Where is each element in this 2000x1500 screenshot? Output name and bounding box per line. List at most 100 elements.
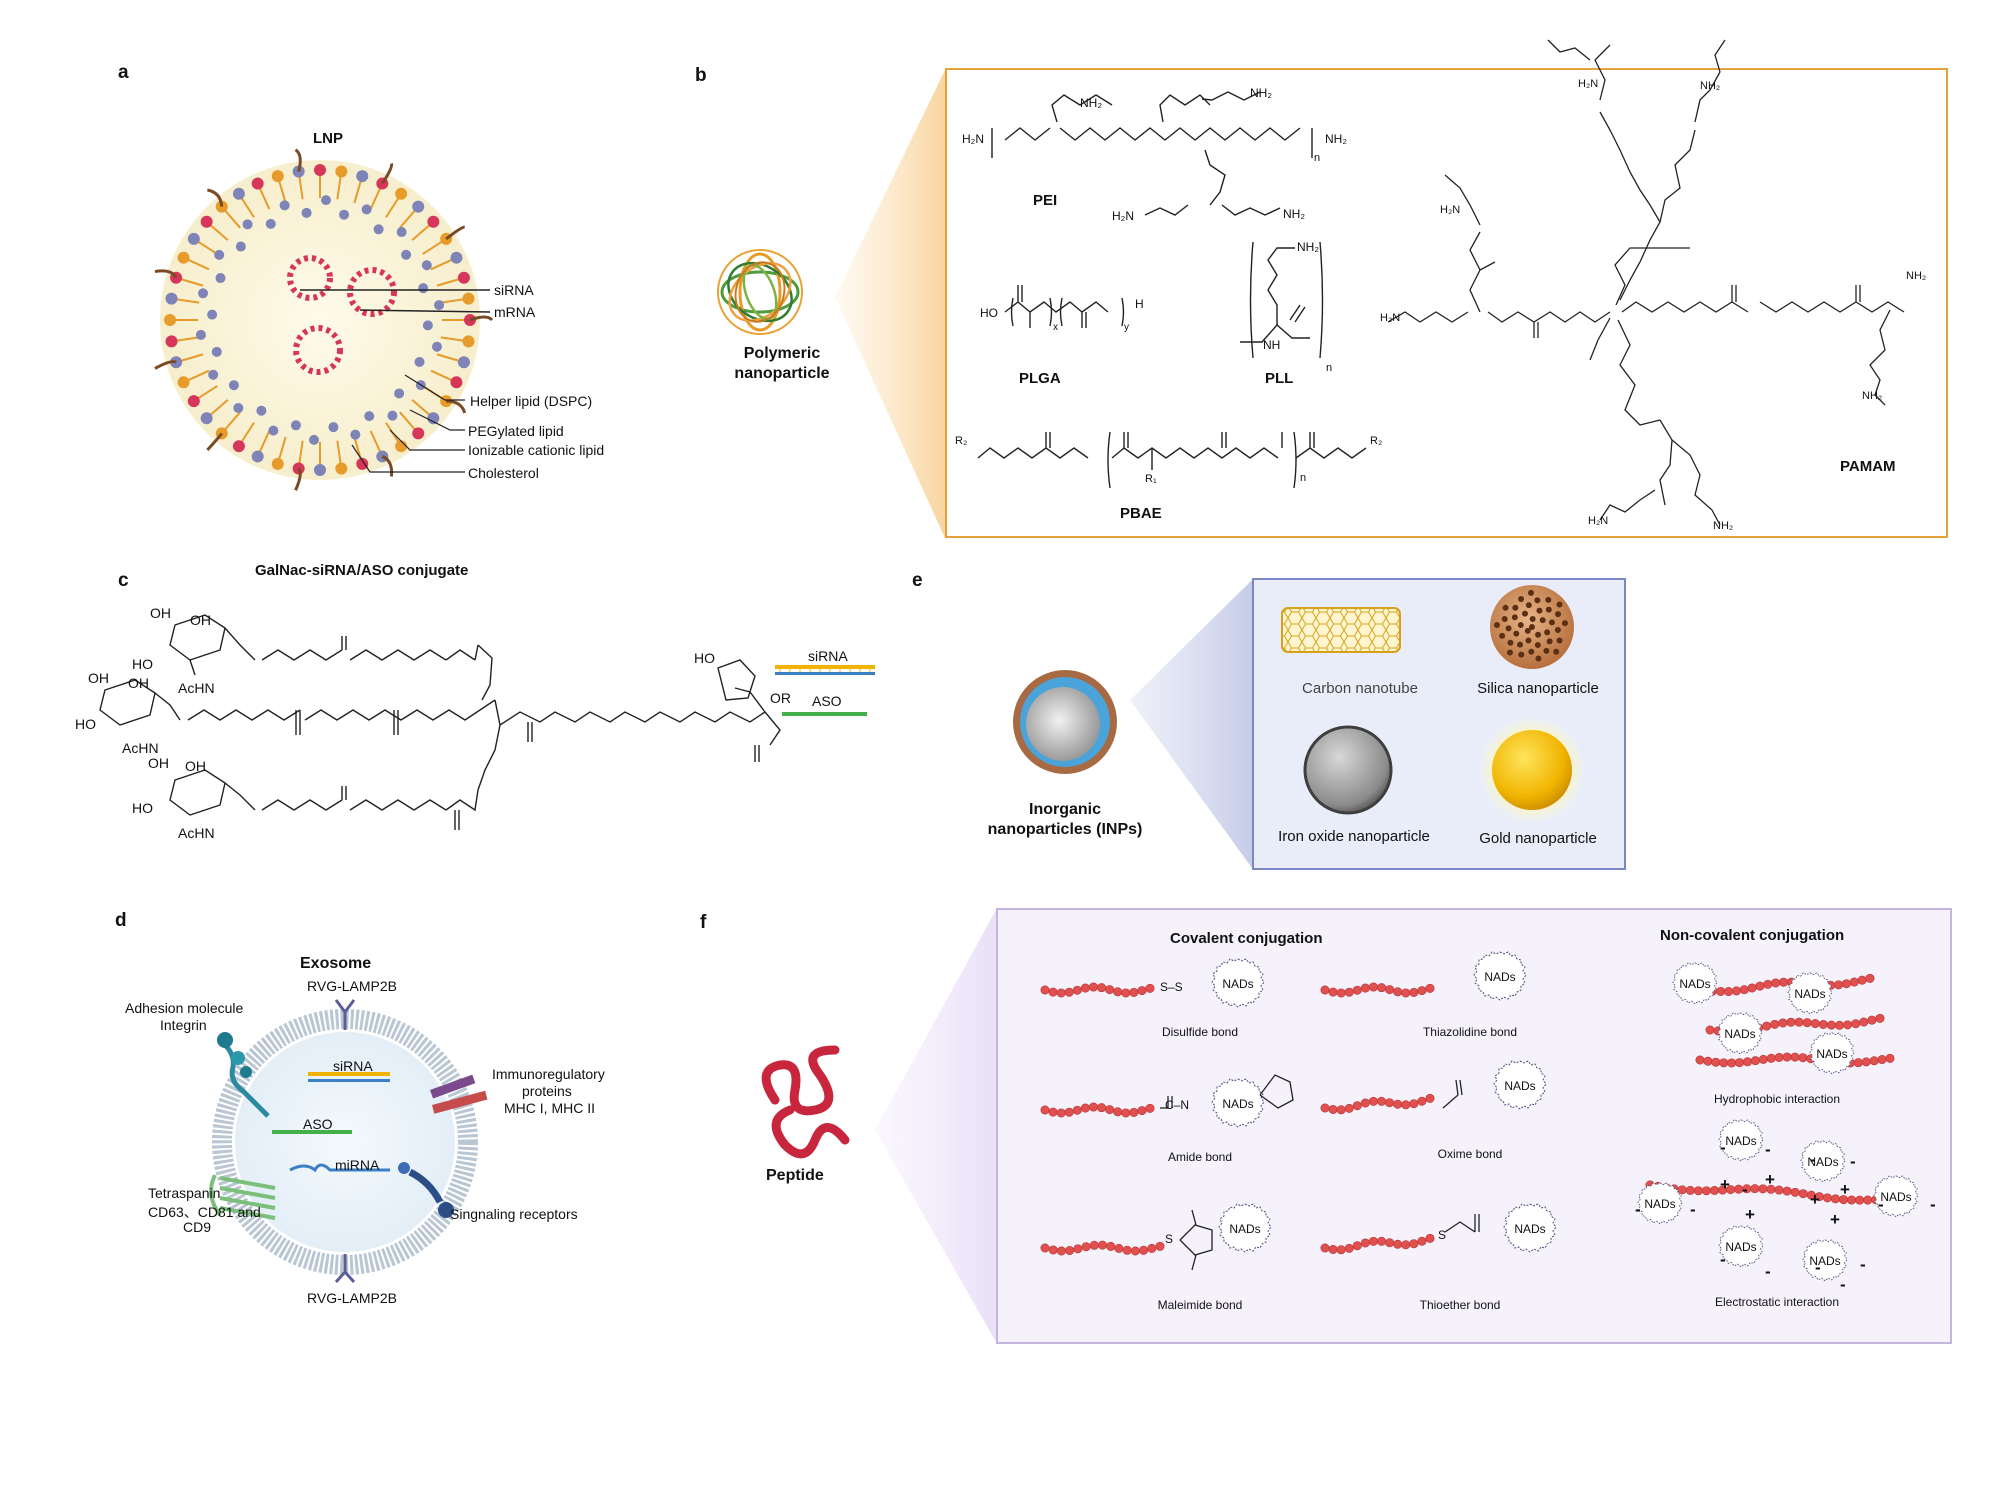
silica-pore (1513, 630, 1520, 637)
peptide-bead (1695, 1055, 1705, 1065)
peptide-bead (1401, 1240, 1411, 1250)
positive-charge: + (1810, 1190, 1820, 1209)
plga-atom-x: x (1053, 322, 1058, 333)
cholesterol-particle (198, 288, 209, 299)
peptide-bead (1409, 1239, 1419, 1249)
cholesterol-particle (401, 249, 412, 260)
nads-label: NADs (1807, 1155, 1839, 1169)
peptide-bead (1320, 1103, 1330, 1113)
pei-structure (991, 91, 1313, 216)
panel-letter-a: a (118, 62, 129, 83)
silica-pore (1543, 647, 1550, 654)
silica-pore (1555, 611, 1562, 618)
peptide-bead (1377, 1236, 1387, 1246)
peptide-bead (1081, 1242, 1091, 1252)
peptide-bead (1072, 1105, 1082, 1115)
peptide-bead (1865, 973, 1875, 983)
peptide-bead (1121, 988, 1131, 998)
integrin-icon (217, 1032, 270, 1118)
peg-chain (207, 188, 224, 207)
peptide-bead (1739, 985, 1749, 995)
zoom-fan-e (1130, 580, 1252, 868)
peptide-bead (1377, 983, 1387, 993)
peptide-bead (1867, 1015, 1877, 1025)
peptide-bead (1129, 987, 1139, 997)
peptide-bead (1869, 1056, 1879, 1066)
peptide-bead (1830, 1194, 1840, 1204)
peg-chain (381, 163, 394, 185)
peptide-bead (1417, 1236, 1427, 1246)
peptide-bead (1106, 1241, 1116, 1251)
polymeric-label-line2: nanoparticle (734, 365, 830, 382)
peptide-bead (1113, 1107, 1123, 1117)
peptide-bead (1393, 1099, 1403, 1109)
peptide-bead (1328, 1104, 1338, 1114)
peptide-bead (1425, 983, 1435, 993)
lipid-head (232, 187, 245, 200)
maleimide-bond-label: Maleimide bond (1157, 1298, 1243, 1312)
peptide-bead (1790, 1187, 1800, 1197)
cholesterol-particle (301, 207, 312, 218)
peptide-bead (1040, 1105, 1050, 1115)
positive-charge: + (1720, 1175, 1730, 1194)
peg-chain (294, 467, 302, 491)
peptide-bead (1089, 1240, 1099, 1250)
peptide-bead (1139, 1245, 1149, 1255)
lipid-head (271, 457, 284, 470)
lipid-head (457, 356, 470, 369)
pbae-atom-r1: R₁ (1145, 473, 1157, 485)
nads-label: NADs (1222, 977, 1254, 991)
lipid-head (462, 335, 475, 348)
cholesterol-particle (268, 425, 279, 436)
pei-atom-nh2-end: NH₂ (1325, 132, 1347, 146)
peptide-bead (1393, 987, 1403, 997)
panel-letter-c: c (118, 570, 129, 591)
nads-label: NADs (1644, 1197, 1676, 1211)
pbae-atom-n-sub: n (1300, 472, 1307, 484)
panel-letter-b: b (695, 65, 707, 86)
peptide-bead (1774, 1052, 1784, 1062)
lipid-head (251, 450, 264, 463)
pamam-structure (1387, 39, 1905, 526)
carbon-nanotube-label: Carbon nanotube (1302, 680, 1418, 697)
plga-atom-y: y (1124, 322, 1129, 333)
peptide-bead (1056, 1246, 1066, 1256)
plga-atom-h: H (1135, 297, 1144, 311)
nads-label: NADs (1504, 1079, 1536, 1093)
peptide-bead (1750, 1184, 1760, 1194)
nads-label: NADs (1514, 1222, 1546, 1236)
pamam-atom-h2n-bottom: H₂N (1588, 515, 1609, 527)
pll-label: PLL (1265, 370, 1294, 387)
negative-charge: - (1765, 1140, 1771, 1159)
lipid-head (165, 292, 178, 305)
peptide-bead (1771, 978, 1781, 988)
bond-linkers (1160, 1074, 1480, 1271)
maleimide-s: S (1165, 1232, 1174, 1246)
silica-pore (1536, 607, 1543, 614)
pll-structure (1240, 241, 1324, 359)
peg-chain (206, 432, 224, 452)
lnp-label-cholesterol: Cholesterol (468, 465, 539, 481)
peptide-bead (1377, 1096, 1387, 1106)
peptide-bead (1705, 1025, 1715, 1035)
covalent-conjugation-title: Covalent conjugation (1170, 930, 1323, 947)
peptide-bead (1097, 1103, 1107, 1113)
lipid-head (356, 170, 369, 183)
galnac-oh-3: OH (88, 670, 109, 686)
silica-pore (1554, 626, 1561, 633)
galnac-title: GalNac-siRNA/ASO conjugate (255, 562, 469, 579)
silica-pore (1516, 641, 1523, 648)
peptide-bead (1056, 988, 1066, 998)
pei-atom-h2n-b: H₂N (1112, 209, 1134, 223)
peptide-bead (1735, 1058, 1745, 1068)
peptide-bead (1417, 1096, 1427, 1106)
exosome-tetraspanin-label-1: Tetraspanin (148, 1185, 221, 1201)
exosome-aso-label: ASO (303, 1116, 333, 1132)
lipid-head (356, 457, 369, 470)
amide-cn: C–N (1165, 1098, 1190, 1112)
silica-pore (1539, 617, 1546, 624)
lnp-title: LNP (313, 130, 343, 147)
panel-letter-d: d (115, 910, 127, 931)
lipid-head (187, 232, 200, 245)
peptide-bead (1145, 983, 1155, 993)
